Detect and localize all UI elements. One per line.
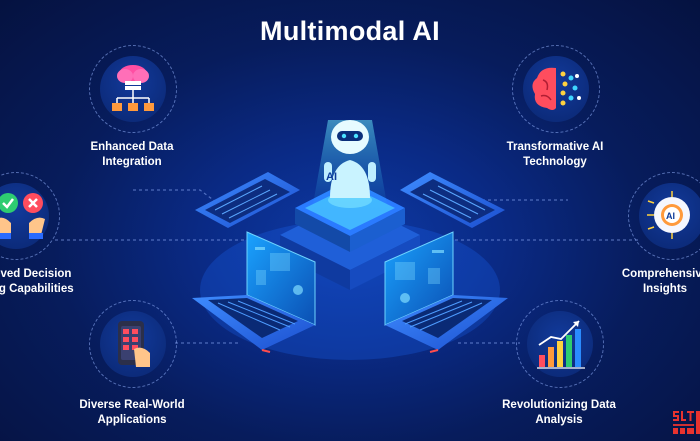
robot-figure [324,120,376,208]
decision-hands-icon [0,193,45,239]
feature-node-data-analysis [516,300,604,388]
laptop-front-left [192,231,316,353]
feature-node-insights: AI [628,172,700,260]
feature-label-data-analysis: Revolutionizing Data Analysis [469,398,649,428]
feature-label-line2: Technology [523,156,587,168]
feature-label-applications: Diverse Real-World Applications [42,398,222,428]
feature-label-insights: Comprehensive Insights [575,267,700,297]
feature-node-ai-technology [512,45,600,133]
laptop-back-left [195,172,300,228]
feature-label-line2: Applications [97,414,167,426]
feature-node-applications [89,300,177,388]
feature-label-line2: Making Capabilities [0,283,74,295]
feature-label-line2: Integration [102,156,162,168]
feature-label-decision-making: Improved Decision Making Capabilities [0,267,110,297]
bar-chart-growth-icon [537,320,585,369]
feature-label-line1: Comprehensive [621,268,700,280]
smartphone-app-icon [118,321,150,367]
brain-network-icon [532,67,581,110]
feature-label-line1: Diverse Real-World [79,399,185,411]
svg-text:AI: AI [666,211,675,221]
cloud-database-icon [112,65,154,111]
feature-node-data-integration [89,45,177,133]
brand-logo [673,411,700,434]
feature-label-ai-technology: Transformative AI Technology [465,140,645,170]
feature-label-line1: Revolutionizing Data [502,399,616,411]
feature-label-line1: Improved Decision [0,268,72,280]
ai-chip-head-icon: AI [647,191,690,239]
feature-label-line1: Transformative AI [506,141,604,153]
feature-label-line2: Insights [642,283,688,295]
feature-label-line1: Enhanced Data [90,141,174,153]
feature-label-data-integration: Enhanced Data Integration [42,140,222,170]
feature-label-line2: Analysis [535,414,583,426]
robot-ai-badge: AI [326,171,337,183]
feature-node-decision-making [0,172,60,260]
laptop-back-right [400,172,505,228]
page-title: Multimodal AI [260,16,440,46]
laptop-front-right [384,231,508,353]
